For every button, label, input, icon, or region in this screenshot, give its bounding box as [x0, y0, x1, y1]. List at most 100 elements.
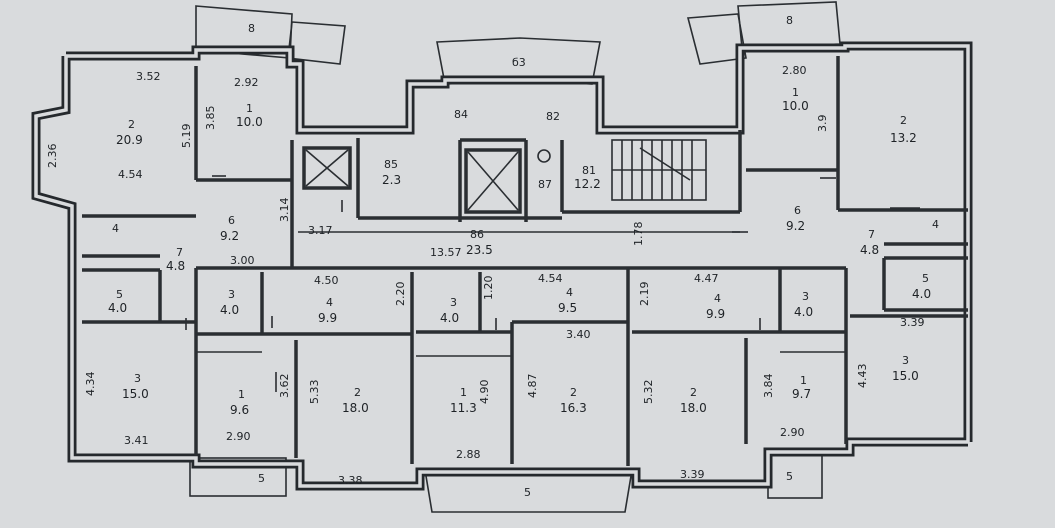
room-LB3-num: 3: [228, 288, 235, 301]
balcony-top-right-side: [686, 13, 747, 65]
room-81-num: 81: [582, 164, 596, 177]
room-85-area: 2.3: [382, 173, 401, 187]
label-balcony-tr: 8: [786, 14, 793, 27]
dim-2-36: 2.36: [46, 144, 59, 169]
room-RB1-num: 1: [800, 374, 807, 387]
dim-5-19: 5.19: [180, 124, 193, 149]
dim-3-52: 3.52: [136, 70, 161, 83]
room-MB1-area: 11.3: [450, 401, 477, 415]
room-81-area: 12.2: [574, 177, 601, 191]
dim-3-9: 3.9: [816, 115, 829, 133]
dim-2-88: 2.88: [456, 448, 481, 461]
outer-walls: [31, 41, 973, 491]
room-MB3-num: 3: [450, 296, 457, 309]
room-LB2-num: 2: [354, 386, 361, 399]
room-L2-num: 2: [128, 118, 135, 131]
room-R5-area: 4.0: [912, 287, 931, 301]
room-L5-area: 4.0: [108, 301, 127, 315]
dim-3-62: 3.62: [278, 374, 291, 399]
room-RB1-area: 9.7: [792, 387, 811, 401]
lift-shaft-small: [302, 146, 352, 190]
room-MB1-num: 1: [460, 386, 467, 399]
room-MB3-area: 4.0: [440, 311, 459, 325]
room-R6-area: 9.2: [786, 219, 805, 233]
label-84: 84: [454, 108, 468, 121]
dim-2-90: 2.90: [226, 430, 251, 443]
dim-4-54: 4.54: [118, 168, 143, 181]
room-L2-area: 20.9: [116, 133, 143, 147]
dim-2-80: 2.80: [782, 64, 807, 77]
room-4-left: 4: [112, 222, 119, 235]
room-85-num: 85: [384, 158, 398, 171]
room-R3-area: 15.0: [892, 369, 919, 383]
dim-4-47: 4.47: [694, 272, 719, 285]
dim-1-20: 1.20: [482, 276, 495, 301]
room-RB3-num: 3: [802, 290, 809, 303]
balcony-bottom-right: [767, 451, 823, 499]
dim-3-14: 3.14: [278, 198, 291, 223]
label-balcony-tl: 8: [248, 22, 255, 35]
room-L6-num: 6: [228, 214, 235, 227]
room-L6-area: 9.2: [220, 229, 239, 243]
dim-4-87: 4.87: [526, 374, 539, 399]
room-L1-area: 10.0: [236, 115, 263, 129]
room-R1-area: 10.0: [782, 99, 809, 113]
dim-4-90: 4.90: [478, 380, 491, 405]
core: [302, 139, 707, 214]
room-R2-num: 2: [900, 114, 907, 127]
room-L3-area: 15.0: [122, 387, 149, 401]
dim-3-17: 3.17: [308, 224, 333, 237]
room-LB2-area: 18.0: [342, 401, 369, 415]
partitions: [82, 56, 968, 466]
room-L7-num: 7: [176, 246, 183, 259]
dim-2-92: 2.92: [234, 76, 259, 89]
balcony-top-left-side: [287, 21, 346, 65]
room-R2-area: 13.2: [890, 131, 917, 145]
room-RB3-area: 4.0: [794, 305, 813, 319]
room-86-num: 86: [470, 228, 484, 241]
dim-2-19: 2.19: [638, 282, 651, 307]
balcony-bottom-left: [189, 457, 287, 497]
room-RB4-num: 4: [714, 292, 721, 305]
dim-3-00: 3.00: [230, 254, 255, 267]
dim-2-20: 2.20: [394, 282, 407, 307]
vent-circle: [537, 149, 551, 163]
label-87: 87: [538, 178, 552, 191]
room-MB2-num: 2: [570, 386, 577, 399]
dim-4-50: 4.50: [314, 274, 339, 287]
dim-4-43: 4.43: [856, 364, 869, 389]
dim-4-34: 4.34: [84, 372, 97, 397]
dim-3-41: 3.41: [124, 434, 149, 447]
dim-3-39b: 3.39: [680, 468, 705, 481]
dim-5-33: 5.33: [308, 380, 321, 405]
lift-shaft-large: [464, 148, 522, 214]
dim-5-32: 5.32: [642, 380, 655, 405]
label-balcony-br: 5: [786, 470, 793, 483]
label-82: 82: [546, 110, 560, 123]
room-RB2-area: 18.0: [680, 401, 707, 415]
room-R7-area: 4.8: [860, 243, 879, 257]
room-MB4-area: 9.5: [558, 301, 577, 315]
room-4-right: 4: [932, 218, 939, 231]
room-RB4-area: 9.9: [706, 307, 725, 321]
label-balcony-bm: 5: [524, 486, 531, 499]
room-LB4-num: 4: [326, 296, 333, 309]
dim-3-38: 3.38: [338, 474, 363, 487]
dim-13-57: 13.57: [430, 246, 462, 259]
room-R6-num: 6: [794, 204, 801, 217]
room-LB1-area: 9.6: [230, 403, 249, 417]
room-LB4-area: 9.9: [318, 311, 337, 325]
room-R5-num: 5: [922, 272, 929, 285]
dim-4-54b: 4.54: [538, 272, 563, 285]
door-marks: [185, 175, 920, 392]
dim-3-39: 3.39: [900, 316, 925, 329]
room-LB3-area: 4.0: [220, 303, 239, 317]
dim-3-40: 3.40: [566, 328, 591, 341]
room-R3-num: 3: [902, 354, 909, 367]
dim-1-78: 1.78: [632, 222, 645, 247]
room-R7-num: 7: [868, 228, 875, 241]
room-L5-num: 5: [116, 288, 123, 301]
dim-2-90b: 2.90: [780, 426, 805, 439]
room-LB1-num: 1: [238, 388, 245, 401]
